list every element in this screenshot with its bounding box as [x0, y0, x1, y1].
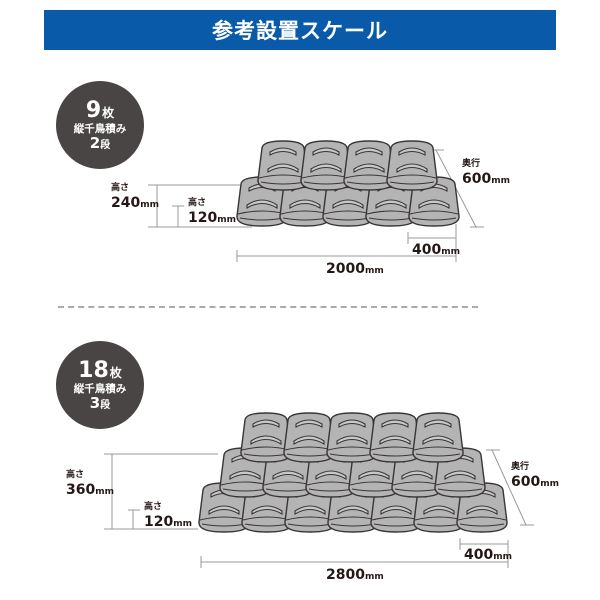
bag-width-label: 400mm [464, 547, 512, 563]
header-banner: 参考設置スケール [44, 10, 556, 50]
height-total-label: 高さ 240mm [111, 183, 159, 212]
section-divider [58, 306, 478, 308]
stack-method: 縦千鳥積み [73, 122, 127, 135]
page-title: 参考設置スケール [212, 19, 388, 43]
height-total-label: 高さ 360mm [66, 470, 114, 499]
tier-count: 3段 [89, 393, 111, 412]
tier-count: 2段 [89, 133, 111, 152]
bag-width-label: 400mm [412, 242, 460, 258]
badge-9-sheets: 9枚 縦千鳥積み 2段 [56, 81, 144, 169]
sandbag-stack-18 [198, 412, 508, 533]
sheet-count: 18枚 [78, 357, 122, 383]
stack-method: 縦千鳥積み [73, 382, 127, 395]
dimension-lines-18 [104, 449, 534, 568]
height-unit-label: 高さ 120mm [188, 198, 236, 227]
sheet-count: 9枚 [85, 97, 115, 123]
depth-label: 奥行 600mm [511, 462, 559, 491]
total-width-label: 2000mm [326, 261, 384, 277]
total-width-label: 2800mm [326, 567, 384, 583]
depth-label: 奥行 600mm [462, 159, 510, 188]
sandbag-stack-9 [236, 140, 460, 227]
badge-18-sheets: 18枚 縦千鳥積み 3段 [56, 341, 144, 429]
height-unit-label: 高さ 120mm [144, 502, 192, 531]
